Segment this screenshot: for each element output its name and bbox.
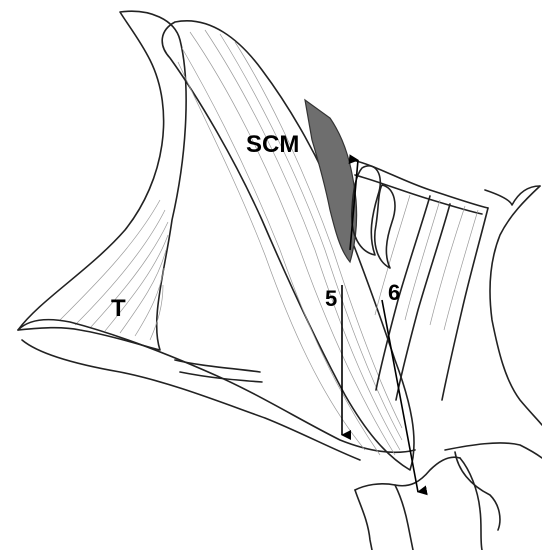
deep-neck-structures [352,160,540,400]
sternocleidomastoid-muscle [162,21,414,470]
shaded-region [305,100,357,262]
label-6: 6 [388,280,400,305]
trapezius-muscle [18,11,186,350]
label-sternocleidomastoid: SCM [246,131,299,158]
clavicle-outline [18,320,415,460]
right-body-outline [445,186,542,530]
label-5: 5 [325,286,337,311]
label-trapezius: T [111,295,126,322]
